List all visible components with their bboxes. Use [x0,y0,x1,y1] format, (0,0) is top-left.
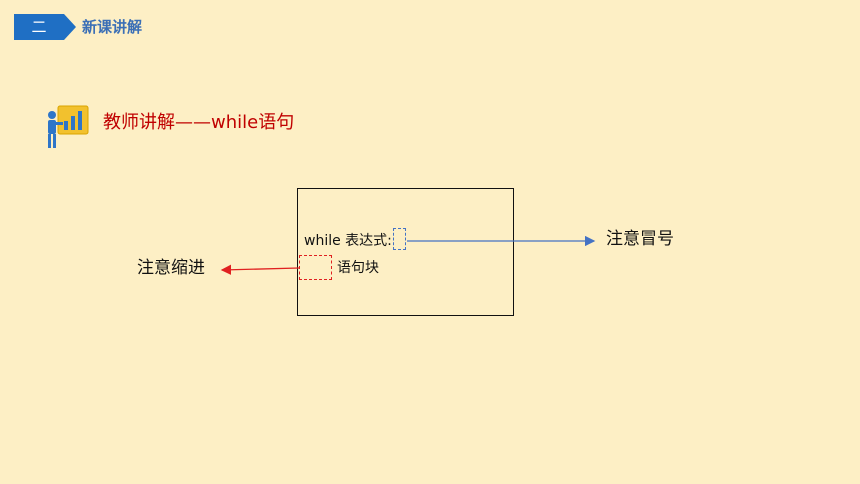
indent-note-label: 注意缩进 [137,258,205,278]
indent-highlight-box [299,255,332,280]
section-badge [14,14,76,40]
indent-arrow [220,264,300,275]
colon-note-label: 注意冒号 [606,229,674,249]
code-line-statement-block: 语句块 [337,260,379,276]
section-badge-shape [14,14,76,40]
colon-highlight-box [393,228,406,250]
section-title: 新课讲解 [82,18,143,36]
code-example-box [297,188,514,316]
slide-heading: 教师讲解——while语句 [103,112,295,133]
teacher-presentation-icon [44,104,90,150]
code-line-while: while 表达式: [304,233,392,249]
section-number: 二 [31,18,47,36]
